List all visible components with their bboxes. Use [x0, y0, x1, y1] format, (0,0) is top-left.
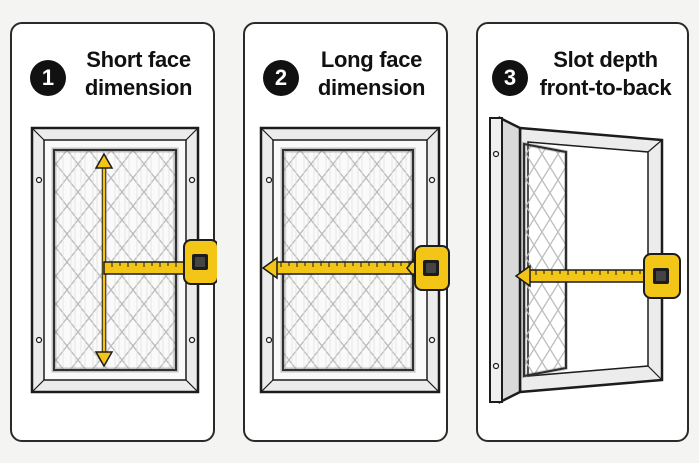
panel-title: Slot depth front-to-back — [530, 46, 681, 102]
panel-header: 3 Slot depth front-to-back — [478, 38, 687, 108]
tape-measure-icon — [94, 152, 217, 368]
short-face-illustration — [30, 126, 217, 394]
title-line-1: Long face — [320, 47, 423, 72]
frame-icon — [489, 115, 664, 405]
title-line-2: dimension — [317, 75, 426, 100]
step-number-badge: 3 — [492, 60, 528, 96]
screw-icon — [492, 150, 500, 370]
title-line-1: Short face — [86, 47, 191, 72]
panel-header: 2 Long face dimension — [245, 38, 446, 108]
panel-short-face: 1 Short face dimension — [10, 22, 217, 442]
tape-measure-icon — [261, 245, 450, 291]
step-number-badge: 2 — [263, 60, 299, 96]
panel-title: Short face dimension — [70, 46, 207, 102]
screw-icon — [265, 176, 436, 344]
tape-measure-icon — [514, 253, 681, 299]
slot-depth-illustration — [489, 115, 681, 405]
step-number-badge: 1 — [30, 60, 66, 96]
panel-title: Long face dimension — [303, 46, 440, 102]
screw-icon — [35, 176, 196, 344]
panel-long-face: 2 Long face dimension — [243, 22, 450, 442]
panel-slot-depth: 3 Slot depth front-to-back — [476, 22, 689, 442]
filter-icon — [51, 147, 179, 373]
title-line-2: front-to-back — [539, 75, 672, 100]
filter-icon — [522, 141, 568, 379]
long-face-illustration — [259, 126, 450, 394]
title-line-2: dimension — [84, 75, 193, 100]
title-line-1: Slot depth — [553, 47, 658, 72]
panel-header: 1 Short face dimension — [12, 38, 213, 108]
filter-icon — [280, 147, 416, 373]
